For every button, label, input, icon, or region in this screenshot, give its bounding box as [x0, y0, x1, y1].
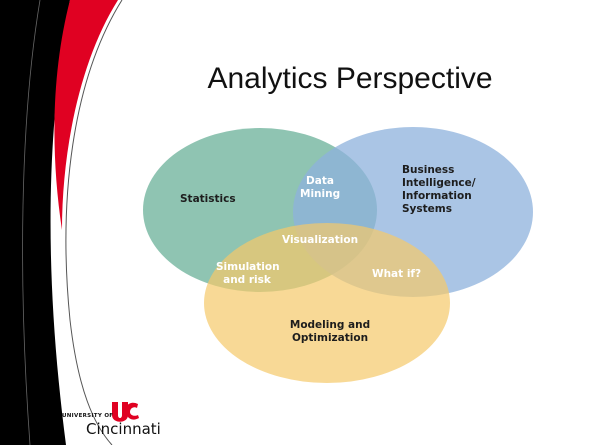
simulation-line-1: Simulation	[216, 261, 280, 273]
swoosh-line-2	[22, 0, 41, 445]
uc-mark-icon	[112, 402, 139, 422]
data-mining-line-1: Data	[306, 175, 334, 187]
simulation-label: Simulation and risk	[216, 261, 280, 287]
black-band	[0, 0, 70, 445]
statistics-label: Statistics	[180, 193, 236, 205]
modeling-line-2: Optimization	[291, 332, 369, 344]
bi-line-2: Intelligence/	[402, 177, 476, 189]
visualization-label: Visualization	[282, 234, 359, 246]
what-if-label: What if?	[372, 268, 422, 280]
simulation-line-2: and risk	[223, 274, 271, 286]
bi-line-4: Systems	[402, 203, 452, 215]
red-swoosh	[54, 0, 118, 230]
data-mining-line-2: Mining	[300, 188, 341, 200]
data-mining-label: Data Mining	[300, 175, 340, 201]
modeling-label: Modeling and Optimization	[280, 319, 380, 345]
logo-name-text: Cincinnati	[86, 420, 161, 438]
slide-title: Analytics Perspective	[207, 62, 493, 95]
university-logo: UNIVERSITY OF Cincinnati	[62, 402, 182, 440]
swoosh-line	[65, 0, 123, 445]
bi-line-3: Information	[402, 190, 472, 202]
business-intelligence-label: Business Intelligence/ Information Syste…	[402, 164, 476, 216]
logo-university-text: UNIVERSITY OF	[62, 413, 114, 419]
modeling-circle	[204, 223, 450, 383]
modeling-line-1: Modeling and	[289, 319, 371, 331]
bi-line-1: Business	[402, 164, 455, 176]
